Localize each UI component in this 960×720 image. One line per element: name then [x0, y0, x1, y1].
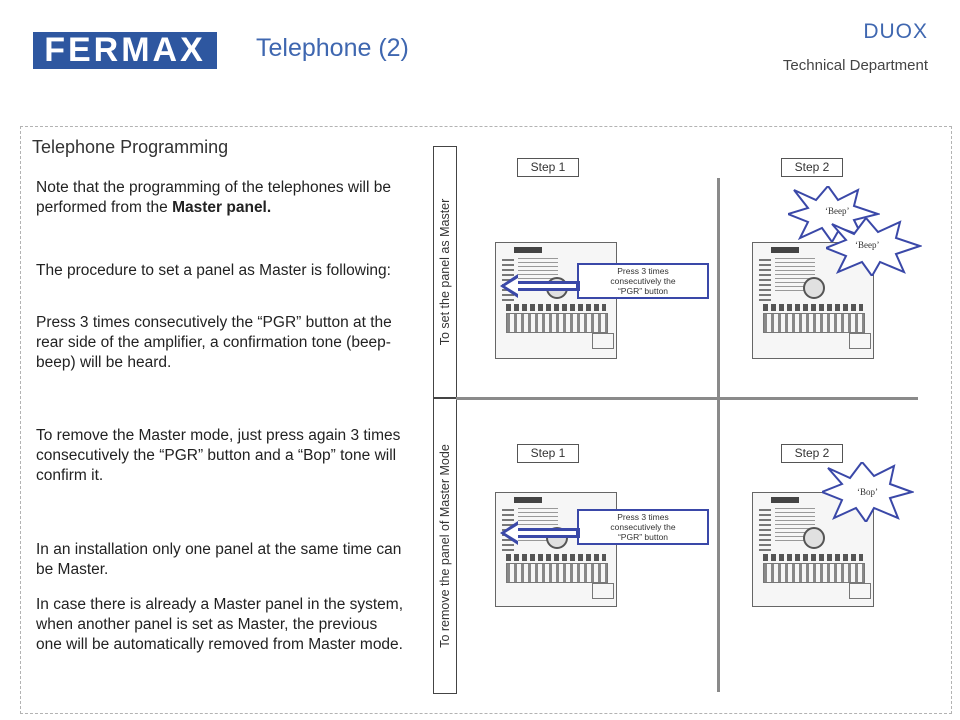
- label-set-master: To set the panel as Master: [438, 198, 452, 346]
- arrow-left-icon: [500, 521, 580, 545]
- device-connector-strip: [763, 304, 863, 311]
- device-connector-strip: [506, 554, 606, 561]
- step1-remove-label: Step 1: [517, 444, 579, 463]
- device-connector-strip: [506, 304, 606, 311]
- step2-set-label: Step 2: [781, 158, 843, 177]
- page-title: Telephone (2): [256, 34, 409, 62]
- label-remove-master: To remove the panel of Master Mode: [438, 444, 452, 648]
- device-pgr-button: [803, 277, 825, 299]
- label-remove-master-box: To remove the panel of Master Mode: [433, 398, 457, 694]
- label-set-master-box: To set the panel as Master: [433, 146, 457, 398]
- amplifier-device-remove-step2: [752, 492, 874, 607]
- callout-line: Press 3 times: [617, 512, 669, 522]
- device-logo: [771, 247, 799, 253]
- amplifier-device-set-step2: [752, 242, 874, 359]
- paragraph-one-master: In an installation only one panel at the…: [36, 541, 402, 578]
- device-terminal-row: [506, 313, 608, 333]
- callout-line: “PGR” button: [617, 286, 669, 296]
- callout-line: consecutively the: [610, 276, 676, 286]
- beep-text-1: ‘Beep’: [825, 206, 850, 216]
- device-jumper: [849, 333, 871, 349]
- paragraph-procedure: The procedure to set a panel as Master i…: [36, 262, 391, 279]
- device-terminal-column: [759, 507, 771, 551]
- paragraph-press-pgr: Press 3 times consecutively the “PGR” bu…: [36, 314, 392, 371]
- amplifier-device-set-step1: [495, 242, 617, 359]
- device-connector-strip: [763, 554, 863, 561]
- callout-press-pgr-set: Press 3 times consecutively the “PGR” bu…: [577, 263, 709, 299]
- content-frame: [20, 126, 952, 714]
- brand-label: DUOX: [863, 20, 928, 43]
- paragraph-remove-master: To remove the Master mode, just press ag…: [36, 427, 401, 484]
- step1-set-label: Step 1: [517, 158, 579, 177]
- department-label: Technical Department: [782, 57, 928, 74]
- callout-line: Press 3 times: [617, 266, 669, 276]
- fermax-logo: FERMAX: [33, 32, 217, 69]
- beep-text-2: ‘Beep’: [855, 240, 880, 250]
- device-jumper: [849, 583, 871, 599]
- master-panel-emphasis: Master panel.: [172, 199, 272, 216]
- device-terminal-column: [759, 257, 771, 301]
- step2-remove-label: Step 2: [781, 444, 843, 463]
- paragraph-previous-removed: In case there is already a Master panel …: [36, 596, 404, 653]
- device-logo: [514, 497, 542, 503]
- beep-burst-icon: [826, 218, 922, 276]
- device-jumper: [592, 333, 614, 349]
- device-terminal-row: [763, 563, 865, 583]
- device-jumper: [592, 583, 614, 599]
- bop-text: ‘Bop’: [857, 487, 878, 497]
- section-title: Telephone Programming: [32, 137, 229, 157]
- callout-line: consecutively the: [610, 522, 676, 532]
- bop-burst-icon: [822, 462, 914, 522]
- paragraph-text: Note that the programming of the telepho…: [36, 179, 391, 216]
- device-pgr-button: [803, 527, 825, 549]
- paragraph-master-panel: Note that the programming of the telepho…: [36, 178, 406, 218]
- quadrant-divider-vertical: [717, 178, 720, 692]
- device-terminal-row: [506, 563, 608, 583]
- device-terminal-row: [763, 313, 865, 333]
- callout-press-pgr-remove: Press 3 times consecutively the “PGR” bu…: [577, 509, 709, 545]
- device-logo: [771, 497, 799, 503]
- arrow-left-icon: [500, 274, 580, 298]
- quadrant-divider-horizontal: [456, 397, 918, 400]
- device-logo: [514, 247, 542, 253]
- callout-line: “PGR” button: [617, 532, 669, 542]
